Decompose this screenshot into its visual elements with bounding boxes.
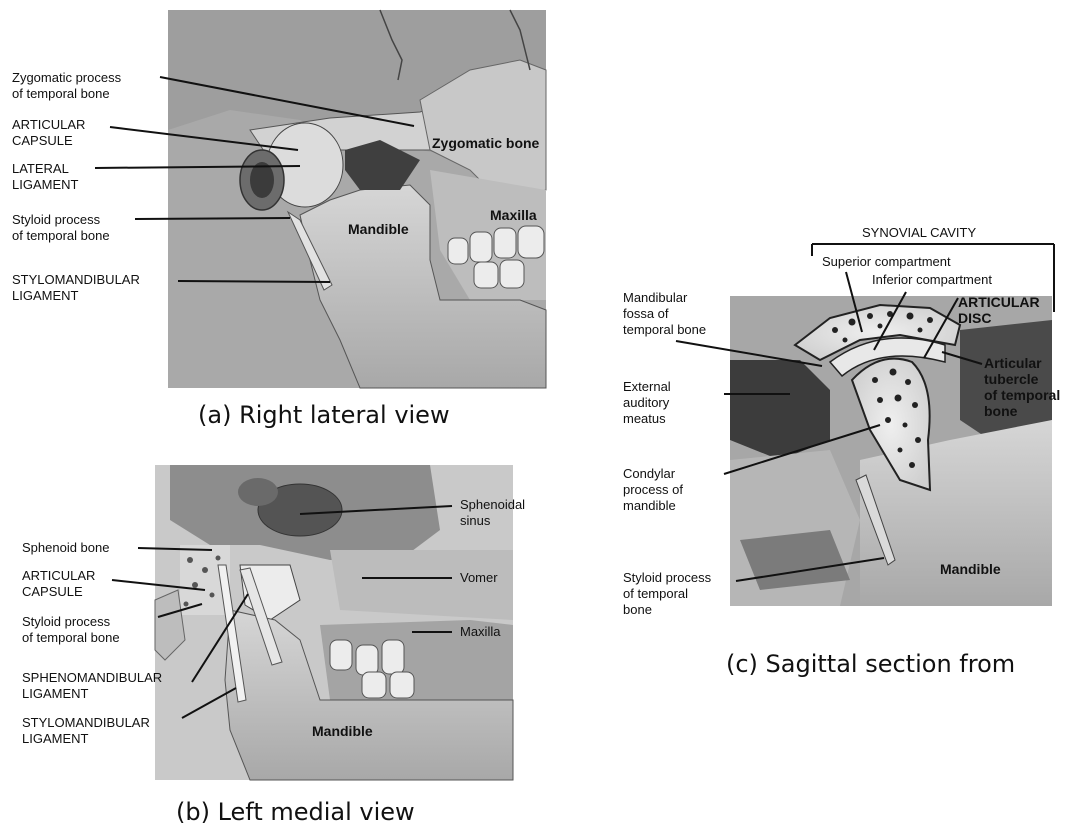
label-sphenomandibular-2: LIGAMENT — [22, 686, 89, 701]
label-inferior-compartment: Inferior compartment — [872, 272, 992, 287]
label-sphenoidal-sinus-2: sinus — [460, 513, 491, 528]
label-condylar-process-3: mandible — [623, 498, 676, 513]
label-articular-tubercle-1: Articular — [984, 355, 1042, 371]
label-sphenomandibular-1: SPHENOMANDIBULAR — [22, 670, 162, 685]
caption-panel-a: (a) Right lateral view — [198, 401, 450, 429]
label-stylomandibular-b-1: STYLOMANDIBULAR — [22, 715, 150, 730]
label-mandible-b: Mandible — [312, 723, 373, 739]
label-articular-capsule-a-1: ARTICULAR — [12, 117, 85, 132]
label-mandibular-fossa-3: temporal bone — [623, 322, 706, 337]
label-sphenoidal-sinus-1: Sphenoidal — [460, 497, 525, 512]
label-sphenoid-bone: Sphenoid bone — [22, 540, 109, 555]
label-zygomatic-process-a-1: Zygomatic process — [12, 70, 122, 85]
label-synovial-cavity: SYNOVIAL CAVITY — [862, 225, 976, 240]
label-external-auditory-3: meatus — [623, 411, 666, 426]
label-articular-capsule-b-1: ARTICULAR — [22, 568, 95, 583]
panel-c-illustration — [730, 296, 1052, 606]
label-articular-tubercle-4: bone — [984, 403, 1018, 419]
label-stylomandibular-a-2: LIGAMENT — [12, 288, 79, 303]
label-maxilla-b: Maxilla — [460, 624, 501, 639]
label-articular-tubercle-2: tubercle — [984, 371, 1039, 387]
panel-a-illustration — [168, 10, 546, 388]
label-articular-disc-2: DISC — [958, 310, 991, 326]
label-condylar-process-1: Condylar — [623, 466, 676, 481]
label-condylar-process-2: process of — [623, 482, 683, 497]
label-stylomandibular-a-1: STYLOMANDIBULAR — [12, 272, 140, 287]
label-styloid-process-c-3: bone — [623, 602, 652, 617]
label-zygomatic-bone: Zygomatic bone — [432, 135, 540, 151]
label-styloid-process-a-1: Styloid process — [12, 212, 101, 227]
label-styloid-process-c-1: Styloid process — [623, 570, 712, 585]
label-mandibular-fossa-1: Mandibular — [623, 290, 688, 305]
label-styloid-process-a-2: of temporal bone — [12, 228, 110, 243]
panel-a: Zygomatic process of temporal bone ARTIC… — [12, 10, 546, 429]
label-styloid-process-c-2: of temporal — [623, 586, 688, 601]
label-mandible-c: Mandible — [940, 561, 1001, 577]
label-lateral-ligament-1: LATERAL — [12, 161, 69, 176]
panel-c: SYNOVIAL CAVITY Superior compartment Inf… — [623, 225, 1060, 678]
label-mandibular-fossa-2: fossa of — [623, 306, 669, 321]
label-styloid-process-b-2: of temporal bone — [22, 630, 120, 645]
label-maxilla-a: Maxilla — [490, 207, 537, 223]
caption-panel-c: (c) Sagittal section from — [726, 650, 1015, 678]
label-external-auditory-1: External — [623, 379, 671, 394]
label-articular-disc-1: ARTICULAR — [958, 294, 1040, 310]
label-mandible-a: Mandible — [348, 221, 409, 237]
label-superior-compartment: Superior compartment — [822, 254, 951, 269]
caption-panel-b: (b) Left medial view — [176, 798, 415, 826]
panel-b: Sphenoid bone ARTICULAR CAPSULE Styloid … — [22, 465, 525, 826]
label-vomer: Vomer — [460, 570, 498, 585]
label-zygomatic-process-a-2: of temporal bone — [12, 86, 110, 101]
label-external-auditory-2: auditory — [623, 395, 670, 410]
label-styloid-process-b-1: Styloid process — [22, 614, 111, 629]
label-stylomandibular-b-2: LIGAMENT — [22, 731, 89, 746]
label-articular-capsule-a-2: CAPSULE — [12, 133, 73, 148]
label-articular-tubercle-3: of temporal — [984, 387, 1060, 403]
label-lateral-ligament-2: LIGAMENT — [12, 177, 79, 192]
label-articular-capsule-b-2: CAPSULE — [22, 584, 83, 599]
